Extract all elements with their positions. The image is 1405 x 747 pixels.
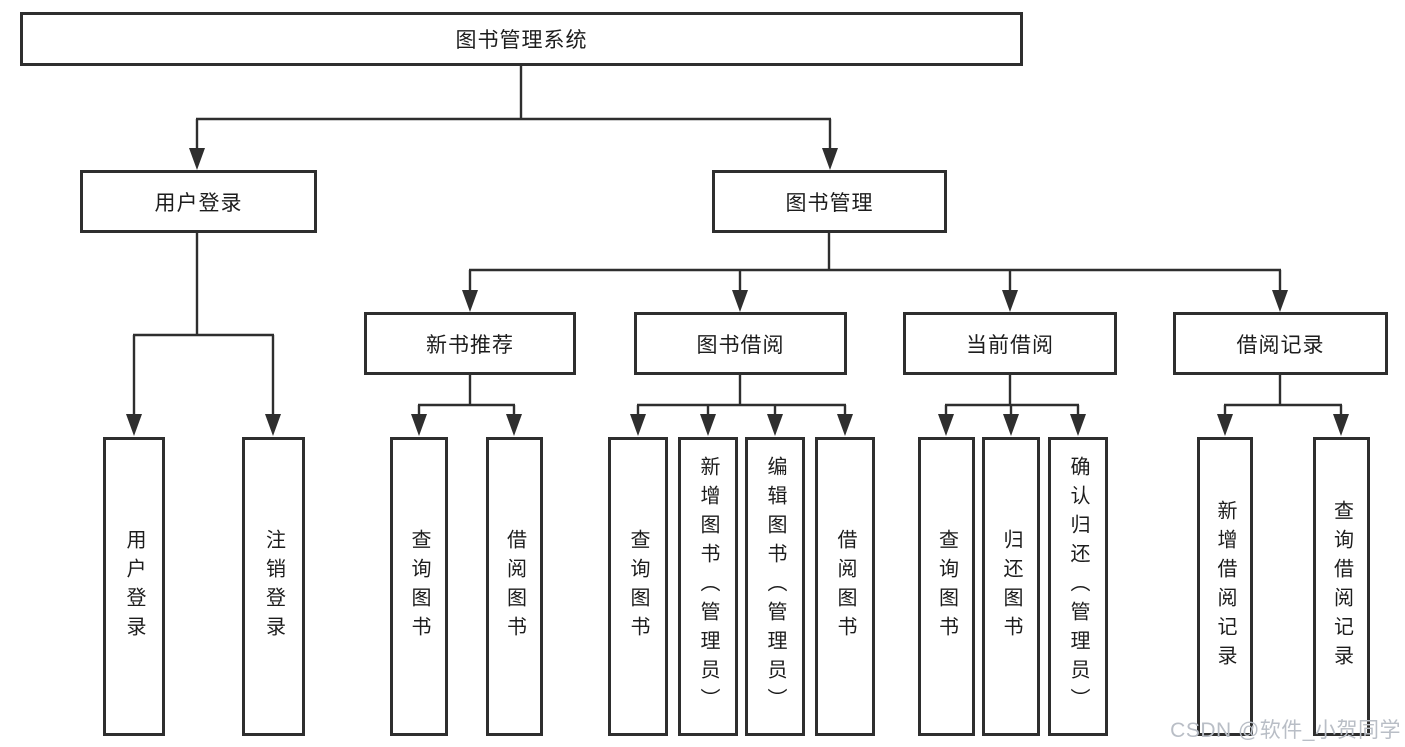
leaf-confirm-return-admin: 确认归还（管理员） [1048,437,1108,736]
leaf-query-books-borrow: 查询图书 [608,437,668,736]
node-user-login-label: 用户登录 [154,191,243,215]
leaf-confirm-return-admin-label: 确认归还（管理员） [1067,456,1089,717]
leaf-borrow-books-borrow-label: 借阅图书 [834,528,856,645]
leaf-add-borrow-record-label: 新增借阅记录 [1214,499,1236,674]
node-book-management: 图书管理 [712,170,947,233]
leaf-borrow-books-borrow: 借阅图书 [815,437,875,736]
leaf-add-book-admin-label: 新增图书（管理员） [697,456,719,717]
leaf-borrow-books-recommend: 借阅图书 [486,437,543,736]
node-book-borrow: 图书借阅 [634,312,847,375]
node-root-label: 图书管理系统 [455,29,588,52]
leaf-logout-label: 注销登录 [262,528,285,645]
leaf-query-books-recommend: 查询图书 [390,437,448,736]
leaf-add-borrow-record: 新增借阅记录 [1197,437,1253,736]
leaf-query-borrow-record: 查询借阅记录 [1313,437,1370,736]
node-new-book-recommend-label: 新书推荐 [426,333,514,357]
node-book-borrow-label: 图书借阅 [696,333,785,357]
node-current-borrow: 当前借阅 [903,312,1117,375]
leaf-user-login: 用户登录 [103,437,165,736]
leaf-return-books: 归还图书 [982,437,1040,736]
leaf-query-borrow-record-label: 查询借阅记录 [1330,499,1353,674]
leaf-edit-book-admin: 编辑图书（管理员） [745,437,805,736]
node-borrow-records: 借阅记录 [1173,312,1388,375]
leaf-query-books-recommend-label: 查询图书 [408,528,430,645]
leaf-query-books-borrow-label: 查询图书 [627,528,649,645]
leaf-edit-book-admin-label: 编辑图书（管理员） [764,456,786,717]
leaf-return-books-label: 归还图书 [1000,528,1022,645]
node-root: 图书管理系统 [20,12,1023,66]
leaf-add-book-admin: 新增图书（管理员） [678,437,738,736]
node-book-management-label: 图书管理 [785,191,874,215]
node-current-borrow-label: 当前借阅 [966,333,1054,357]
leaf-borrow-books-recommend-label: 借阅图书 [503,528,526,645]
node-user-login: 用户登录 [80,170,317,233]
csdn-watermark: CSDN @软件_小贺同学 [1170,719,1401,742]
leaf-query-books-current: 查询图书 [918,437,975,736]
leaf-logout: 注销登录 [242,437,305,736]
node-new-book-recommend: 新书推荐 [364,312,576,375]
leaf-query-books-current-label: 查询图书 [935,528,958,645]
leaf-user-login-label: 用户登录 [123,528,145,645]
node-borrow-records-label: 借阅记录 [1236,333,1325,357]
